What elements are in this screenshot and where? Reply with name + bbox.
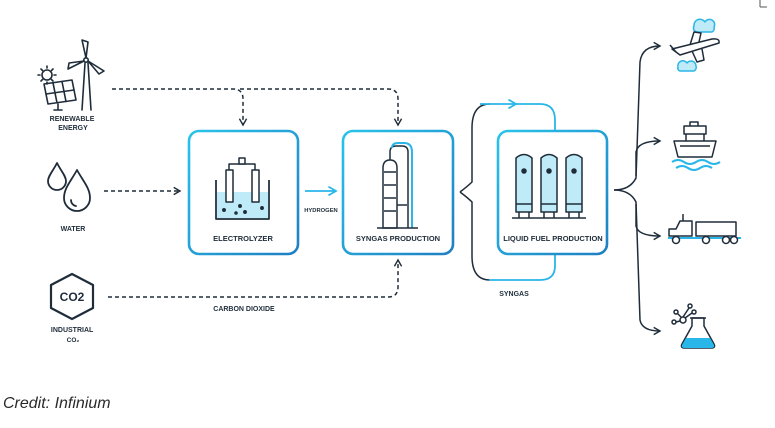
electrolyzer-box: ELECTROLYZER [187,129,300,256]
brace-connector [459,103,491,281]
liquid-fuel-production-label: LIQUID FUEL PRODUCTION [503,234,602,243]
renewable-energy-icon [37,39,105,111]
syngas-production-box: SYNGAS PRODUCTION [341,129,455,256]
co2-hexagon-icon: CO2 [49,272,95,321]
electrolyzer-label: ELECTROLYZER [213,234,273,243]
water-label: WATER [61,226,86,233]
reactor-tower-icon [377,142,418,229]
industrial-co2-label: INDUSTRIAL CO₂ [51,327,95,344]
electrolyzer-icon [215,157,270,220]
truck-icon [668,214,741,245]
chemicals-flask-icon [671,303,716,349]
renewable-energy-label: RENEWABLE ENERGY [50,116,97,132]
airplane-icon [669,18,720,72]
carbon-dioxide-label: CARBON DIOXIDE [213,306,275,313]
liquid-fuel-production-box: LIQUID FUEL PRODUCTION [496,129,609,256]
svg-text:CO2: CO2 [60,290,85,304]
syngas-production-label: SYNGAS PRODUCTION [356,234,440,243]
input-flow-arrows [104,88,403,298]
syngas-label: SYNGAS [499,291,529,298]
hydrogen-label: HYDROGEN [304,208,338,214]
fuel-tanks-icon [512,153,586,219]
hydrogen-arrow: HYDROGEN [304,185,338,214]
credit-caption: Credit: Infinium [3,395,111,412]
water-drops-icon [47,162,91,212]
syngas-loop [480,98,556,281]
output-brace [613,41,662,336]
ship-icon [671,121,721,171]
corner-mark [759,0,767,8]
